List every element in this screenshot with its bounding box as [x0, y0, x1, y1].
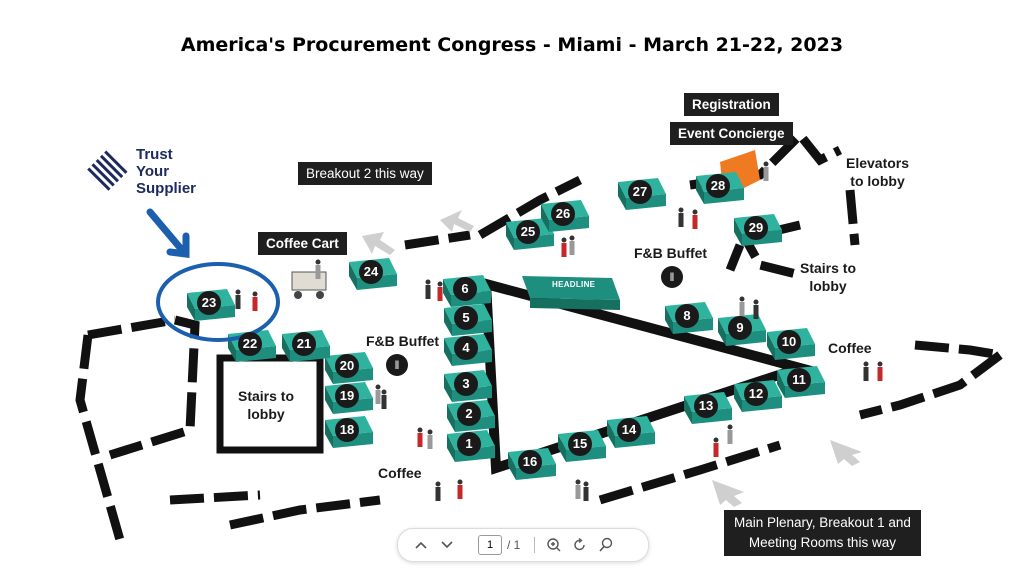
booth-26[interactable]: 26: [551, 202, 575, 226]
person-figure: [692, 209, 698, 229]
coffee-label-left: Coffee: [378, 465, 422, 481]
main-plenary-line1: Main Plenary, Breakout 1 and: [734, 515, 911, 530]
person-figure: [427, 429, 433, 449]
main-plenary-line2: Meeting Rooms this way: [748, 535, 896, 550]
person-figure: [583, 481, 589, 501]
booth-8[interactable]: 8: [675, 304, 699, 328]
coffee-cart-sign: Coffee Cart: [258, 232, 347, 255]
person-figure: [727, 424, 733, 444]
stairs-right-line1: Stairs to: [800, 260, 857, 276]
person-figure: [437, 281, 443, 301]
booth-11[interactable]: 11: [787, 368, 811, 392]
direction-arrows: [362, 210, 862, 507]
booth-5[interactable]: 5: [454, 306, 478, 330]
booth-25[interactable]: 25: [516, 220, 540, 244]
booth-29[interactable]: 29: [744, 216, 768, 240]
fb-buffet-label-right: F&B Buffet: [634, 245, 708, 261]
coffee-cart: [291, 271, 327, 299]
page-number-input[interactable]: [478, 535, 502, 555]
booth-12[interactable]: 12: [744, 382, 768, 406]
person-figure: [569, 235, 575, 255]
booth-13[interactable]: 13: [694, 394, 718, 418]
person-figure: [235, 289, 241, 309]
fb-buffet-label-left: F&B Buffet: [366, 333, 440, 349]
booth-18[interactable]: 18: [335, 418, 359, 442]
coffee-label-right: Coffee: [828, 340, 872, 356]
rotate-icon[interactable]: [567, 532, 593, 558]
booth-23[interactable]: 23: [197, 291, 221, 315]
stairs-right-line2: lobby: [809, 277, 847, 294]
person-figure: [739, 296, 745, 316]
booth-22[interactable]: 22: [238, 332, 262, 356]
logo-line1: Trust: [136, 146, 173, 163]
person-figure: [425, 279, 431, 299]
person-figure: [252, 291, 258, 311]
headline-tag: HEADLINE: [552, 280, 596, 289]
booth-4[interactable]: 4: [454, 336, 478, 360]
elevators-line2: to lobby: [850, 172, 905, 189]
person-figure: [315, 259, 321, 279]
highlight-ellipse: [156, 262, 280, 342]
highlight-arrow: [146, 208, 190, 258]
elevators-line1: Elevators: [846, 155, 910, 171]
booth-1[interactable]: 1: [457, 432, 481, 456]
stairs-left-line1: Stairs to: [238, 388, 295, 404]
page-total: / 1: [507, 538, 521, 552]
chevron-up-icon[interactable]: [408, 532, 434, 558]
booth-2[interactable]: 2: [457, 402, 481, 426]
person-figure: [877, 361, 883, 381]
person-figure: [575, 479, 581, 499]
person-figure: [561, 237, 567, 257]
person-figure: [753, 299, 759, 319]
booth-14[interactable]: 14: [617, 418, 641, 442]
main-plenary-sign: Main Plenary, Breakout 1 and Meeting Roo…: [724, 510, 921, 556]
stairs-label-left: Stairs to lobby: [238, 388, 294, 423]
breakout2-sign: Breakout 2 this way: [298, 162, 432, 185]
stairs-left-line2: lobby: [247, 405, 285, 422]
event-concierge-sign: Event Concierge: [670, 122, 793, 145]
booth-9[interactable]: 9: [728, 316, 752, 340]
trust-your-supplier-logo: Trust Your Supplier: [82, 146, 222, 202]
person-figure: [381, 389, 387, 409]
registration-sign: Registration: [684, 93, 779, 116]
search-icon[interactable]: [593, 532, 619, 558]
booth-27[interactable]: 27: [628, 180, 652, 204]
person-figure: [435, 481, 441, 501]
booth-19[interactable]: 19: [335, 384, 359, 408]
person-figure: [863, 361, 869, 381]
chevron-down-icon[interactable]: [434, 532, 460, 558]
person-figure: [457, 479, 463, 499]
booth-20[interactable]: 20: [335, 354, 359, 378]
booth-6[interactable]: 6: [453, 277, 477, 301]
booth-24[interactable]: 24: [359, 260, 383, 284]
zoom-in-icon[interactable]: [541, 532, 567, 558]
diamond-stripes-icon: [87, 150, 128, 191]
person-figure: [417, 427, 423, 447]
person-figure: [678, 207, 684, 227]
person-figure: [763, 161, 769, 181]
booth-3[interactable]: 3: [454, 372, 478, 396]
person-figure: [713, 437, 719, 457]
elevators-label: Elevators to lobby: [846, 155, 909, 190]
logo-line2: Your: [136, 163, 170, 180]
person-figure: [375, 384, 381, 404]
fork-knife-icon: ǁ: [661, 266, 683, 288]
booth-21[interactable]: 21: [292, 332, 316, 356]
toolbar-separator: [534, 537, 536, 553]
booth-10[interactable]: 10: [777, 330, 801, 354]
booth-16[interactable]: 16: [518, 450, 542, 474]
page-title: America's Procurement Congress - Miami -…: [180, 34, 844, 56]
booth-15[interactable]: 15: [568, 432, 592, 456]
booth-28[interactable]: 28: [706, 174, 730, 198]
headline-booth: [522, 276, 620, 310]
pdf-toolbar: / 1: [397, 528, 649, 562]
stairs-label-right: Stairs to lobby: [800, 260, 856, 295]
logo-line3: Supplier: [136, 180, 197, 197]
people-figures: [235, 161, 883, 501]
fork-knife-icon: ǁ: [386, 354, 408, 376]
